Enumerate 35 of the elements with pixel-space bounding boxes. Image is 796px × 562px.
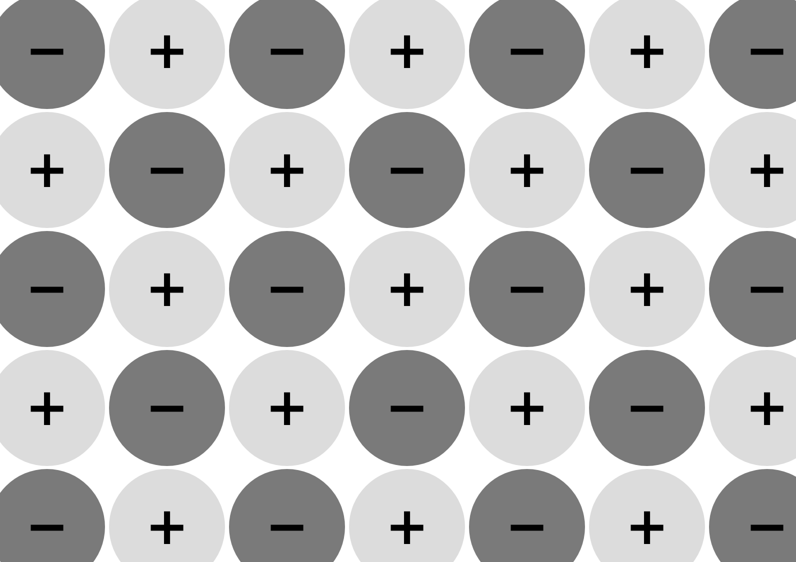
charge-sign: − xyxy=(25,25,69,77)
charge-sign: + xyxy=(25,382,69,434)
charge-sign: − xyxy=(625,144,669,196)
charge-sign: + xyxy=(505,382,549,434)
charge-sign: − xyxy=(25,263,69,315)
charge-sign: + xyxy=(385,501,429,553)
charge-sign: + xyxy=(25,144,69,196)
charge-sign: − xyxy=(145,382,189,434)
charge-sign: − xyxy=(745,25,789,77)
charge-sign: − xyxy=(385,382,429,434)
charge-sign: − xyxy=(505,25,549,77)
charge-sign: + xyxy=(145,501,189,553)
charge-sign: + xyxy=(745,144,789,196)
charge-sign: + xyxy=(505,144,549,196)
charge-sign: − xyxy=(265,501,309,553)
charge-sign: − xyxy=(745,501,789,553)
charge-sign: + xyxy=(145,25,189,77)
charge-sign: + xyxy=(745,382,789,434)
charge-sign: + xyxy=(385,25,429,77)
charge-sign: + xyxy=(385,263,429,315)
charge-sign: + xyxy=(625,25,669,77)
charge-sign: + xyxy=(265,382,309,434)
charge-sign: + xyxy=(265,144,309,196)
charge-sign: − xyxy=(25,501,69,553)
charge-sign: − xyxy=(505,501,549,553)
charge-sign: + xyxy=(625,501,669,553)
charge-sign: − xyxy=(145,144,189,196)
charge-sign: + xyxy=(625,263,669,315)
charge-sign: − xyxy=(265,25,309,77)
charge-sign: − xyxy=(625,382,669,434)
charge-sign: − xyxy=(505,263,549,315)
charge-sign: − xyxy=(265,263,309,315)
charge-sign: + xyxy=(145,263,189,315)
charge-sign: − xyxy=(745,263,789,315)
charge-sign: − xyxy=(385,144,429,196)
